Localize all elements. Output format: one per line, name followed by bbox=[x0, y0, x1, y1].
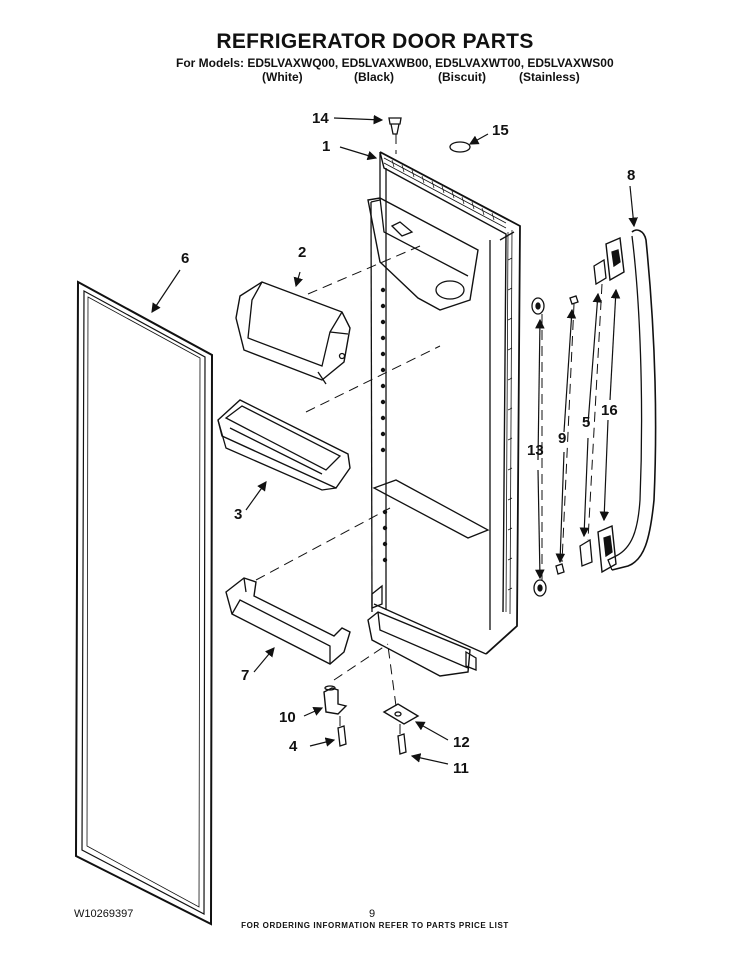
top-plug-part bbox=[388, 117, 402, 135]
callout-12: 12 bbox=[453, 734, 470, 751]
handle-bracket-part bbox=[579, 258, 607, 567]
bottom-door-bin-part bbox=[225, 577, 351, 665]
page-number: 9 bbox=[369, 908, 376, 920]
callout-4: 4 bbox=[289, 738, 298, 755]
model-list: For Models: ED5LVAXWQ00, ED5LVAXWB00, ED… bbox=[176, 56, 614, 70]
document-number: W10269397 bbox=[74, 908, 134, 920]
hinge-pin-part bbox=[323, 685, 348, 715]
callout-7: 7 bbox=[241, 667, 250, 684]
callout-14: 14 bbox=[312, 110, 329, 127]
callout-5: 5 bbox=[582, 414, 591, 431]
ordering-note: FOR ORDERING INFORMATION REFER TO PARTS … bbox=[241, 921, 509, 930]
callout-16: 16 bbox=[601, 402, 618, 419]
door-liner-part bbox=[367, 151, 521, 677]
variant-black: (Black) bbox=[354, 70, 395, 84]
door-handle-part bbox=[607, 229, 657, 571]
callout-15: 15 bbox=[492, 122, 509, 139]
handle-end-cap-part bbox=[597, 236, 625, 574]
callout-arrows bbox=[151, 114, 638, 765]
variant-biscuit: (Biscuit) bbox=[438, 70, 486, 84]
plate-screw-part bbox=[397, 733, 407, 755]
dairy-bin-part bbox=[235, 281, 351, 385]
hinge-screw-part bbox=[337, 725, 347, 747]
hinge-plate-part bbox=[382, 703, 420, 725]
callout-13: 13 bbox=[527, 442, 544, 459]
door-bin-part bbox=[217, 399, 351, 491]
callout-1: 1 bbox=[322, 138, 331, 155]
cap-ring-part bbox=[449, 141, 471, 153]
callout-10: 10 bbox=[279, 709, 296, 726]
page-title: REFRIGERATOR DOOR PARTS bbox=[216, 30, 534, 53]
variant-stainless: (Stainless) bbox=[519, 70, 580, 84]
callout-3: 3 bbox=[234, 506, 243, 523]
assembly-lines bbox=[255, 134, 603, 736]
variant-white: (White) bbox=[262, 70, 303, 84]
callout-6: 6 bbox=[181, 250, 190, 267]
door-gasket-part bbox=[74, 280, 214, 926]
handle-screw-part bbox=[555, 295, 579, 575]
callout-11: 11 bbox=[453, 760, 469, 777]
washer-part bbox=[531, 297, 547, 597]
callout-2: 2 bbox=[298, 244, 307, 261]
callout-8: 8 bbox=[627, 167, 636, 184]
callout-9: 9 bbox=[558, 430, 567, 447]
